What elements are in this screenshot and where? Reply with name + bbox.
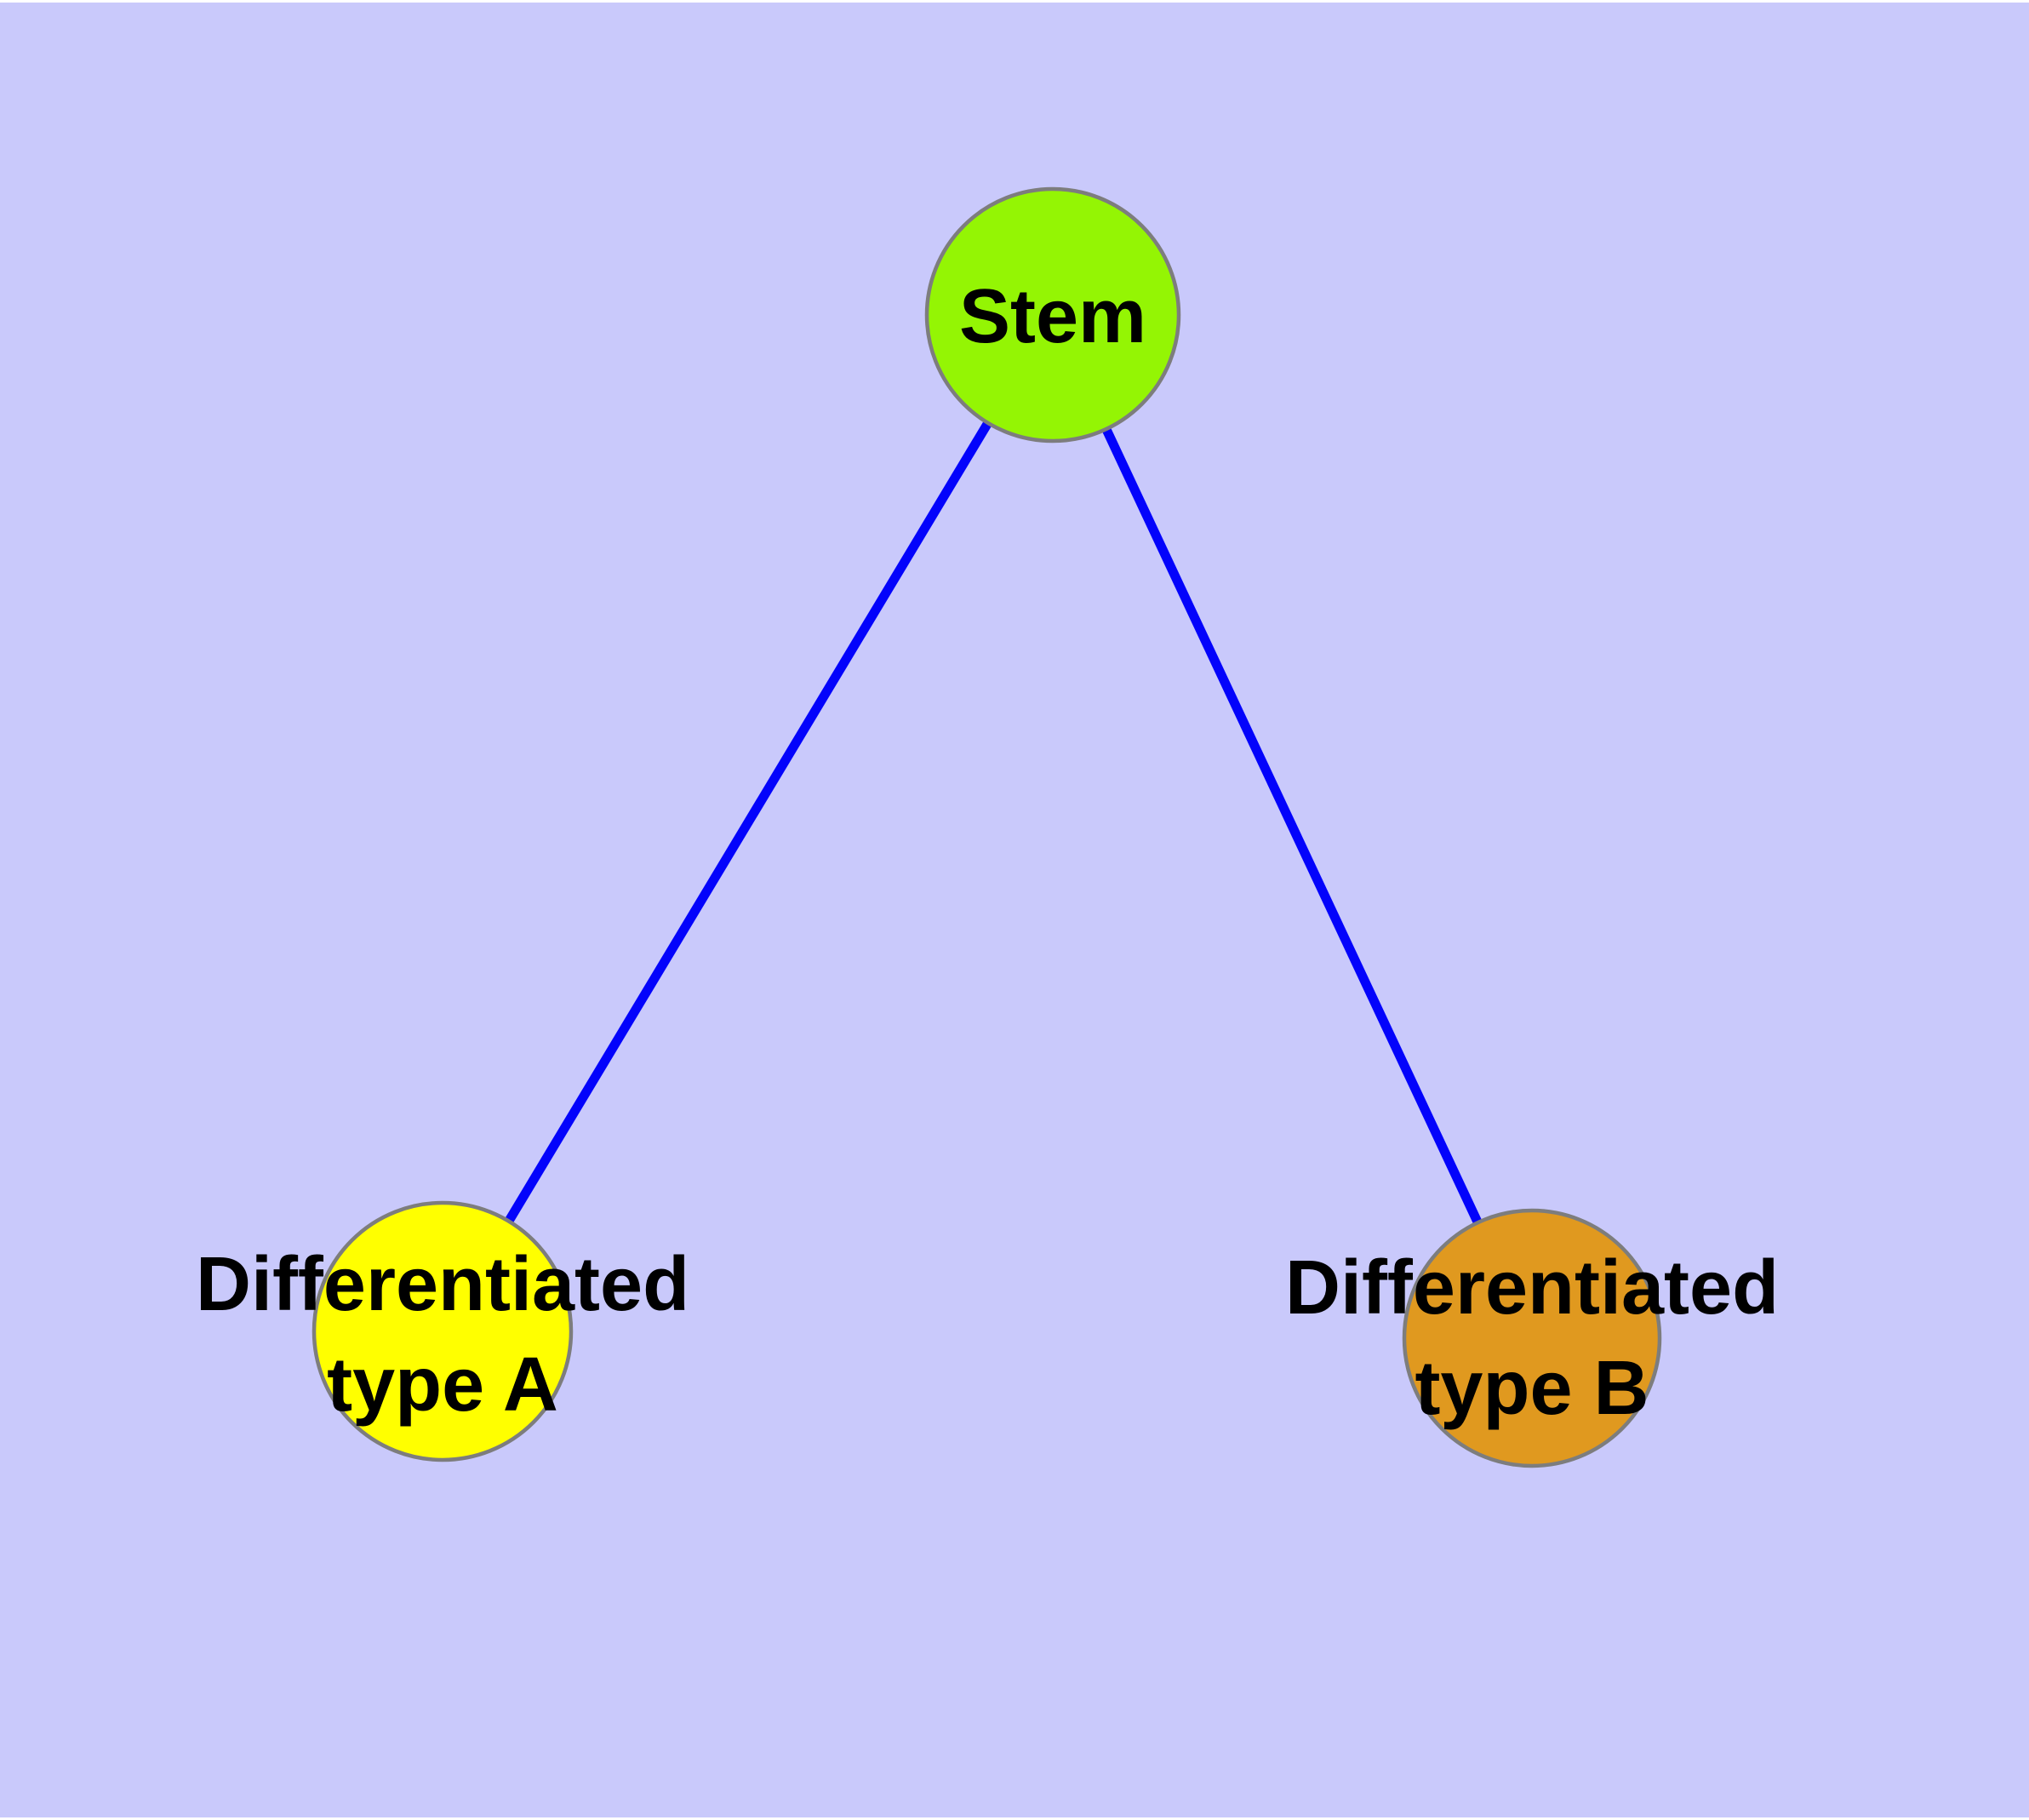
node-stem: [924, 186, 1181, 444]
node-label-stem: Stem: [958, 274, 1147, 359]
edge-stem-to-type-a: [438, 312, 1057, 1334]
node-differentiated-type-a: [311, 1200, 574, 1462]
edge-stem-to-type-b: [1049, 312, 1536, 1341]
node-differentiated-type-b: [1402, 1208, 1662, 1468]
node-label-differentiated-type-a: Differentiated type A: [195, 1242, 690, 1428]
node-label-differentiated-type-b: Differentiated type B: [1284, 1245, 1780, 1431]
